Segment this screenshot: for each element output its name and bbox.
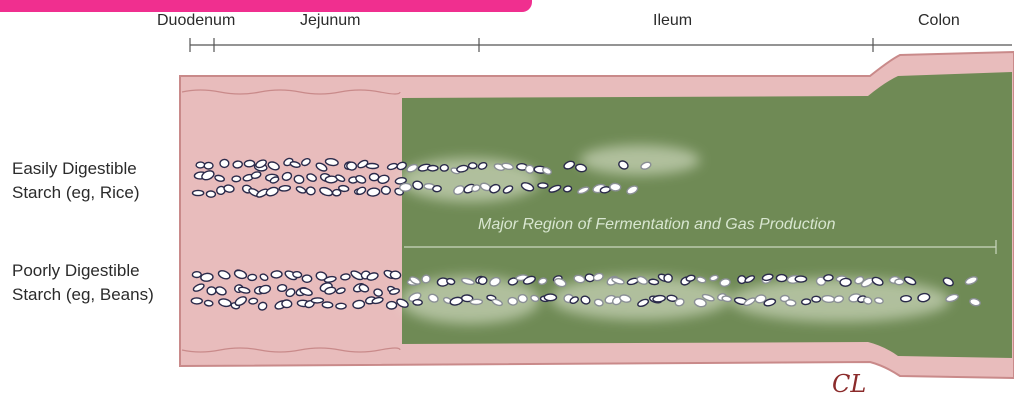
starch-granule: [206, 191, 215, 198]
starch-granule: [538, 183, 548, 188]
starch-granule: [306, 186, 316, 195]
poor-starch-label-line2: Starch (eg, Beans): [12, 283, 154, 307]
starch-granule: [469, 163, 477, 169]
starch-granule: [200, 273, 213, 282]
starch-granule: [193, 190, 204, 195]
starch-granule: [544, 294, 556, 301]
starch-granule: [390, 271, 401, 280]
starch-granule: [776, 275, 786, 282]
starch-granule: [302, 275, 312, 283]
starch-granule: [346, 162, 356, 171]
starch-granule: [277, 284, 287, 291]
starch-granule: [282, 300, 292, 308]
starch-granule: [220, 159, 229, 167]
starch-granule: [381, 186, 391, 195]
starch-granule: [563, 185, 572, 192]
starch-granule: [413, 300, 422, 306]
starch-granule: [840, 278, 851, 286]
starch-granule: [801, 299, 810, 305]
starch-granule: [271, 271, 282, 279]
starch-granule: [428, 165, 438, 171]
starch-granule: [207, 287, 216, 295]
starch-granule: [196, 162, 205, 168]
starch-granule: [340, 273, 350, 280]
starch-granule: [249, 298, 258, 304]
starch-granule: [610, 183, 621, 191]
starch-granule: [338, 185, 349, 192]
starch-granule: [279, 185, 291, 191]
starch-granule: [322, 302, 333, 308]
starch-granule: [311, 298, 323, 303]
starch-granule: [232, 176, 241, 182]
starch-granule: [386, 301, 396, 309]
starch-granule: [192, 272, 201, 278]
easy-starch-label-line2: Starch (eg, Rice): [12, 181, 140, 205]
easy-starch-label-line1: Easily Digestible: [12, 157, 137, 181]
starch-granule: [785, 299, 796, 306]
starch-granule: [433, 185, 442, 192]
starch-granule: [664, 274, 672, 282]
starch-granule: [649, 279, 659, 285]
gas-glow-patch: [580, 145, 700, 175]
fermentation-region-label: Major Region of Fermentation and Gas Pro…: [478, 216, 836, 234]
starch-granule: [824, 274, 834, 281]
starch-granule: [812, 296, 821, 302]
starch-granule: [336, 303, 346, 309]
starch-granule: [795, 276, 807, 282]
starch-granule: [233, 161, 243, 169]
artist-signature: CL: [832, 370, 866, 398]
segment-ruler: [190, 38, 1012, 52]
starch-granule: [191, 298, 202, 304]
starch-granule: [440, 165, 448, 172]
starch-granule: [901, 296, 912, 302]
starch-granule: [248, 274, 257, 281]
starch-granule: [400, 183, 412, 191]
starch-granule: [244, 160, 255, 167]
starch-granule: [370, 174, 379, 181]
starch-granule: [366, 163, 378, 168]
starch-granule: [204, 162, 213, 169]
starch-granule: [204, 300, 213, 307]
starch-granule: [470, 299, 482, 305]
starch-granule: [822, 295, 835, 303]
poor-starch-label-line1: Poorly Digestible: [12, 259, 140, 283]
starch-granule: [895, 279, 904, 285]
